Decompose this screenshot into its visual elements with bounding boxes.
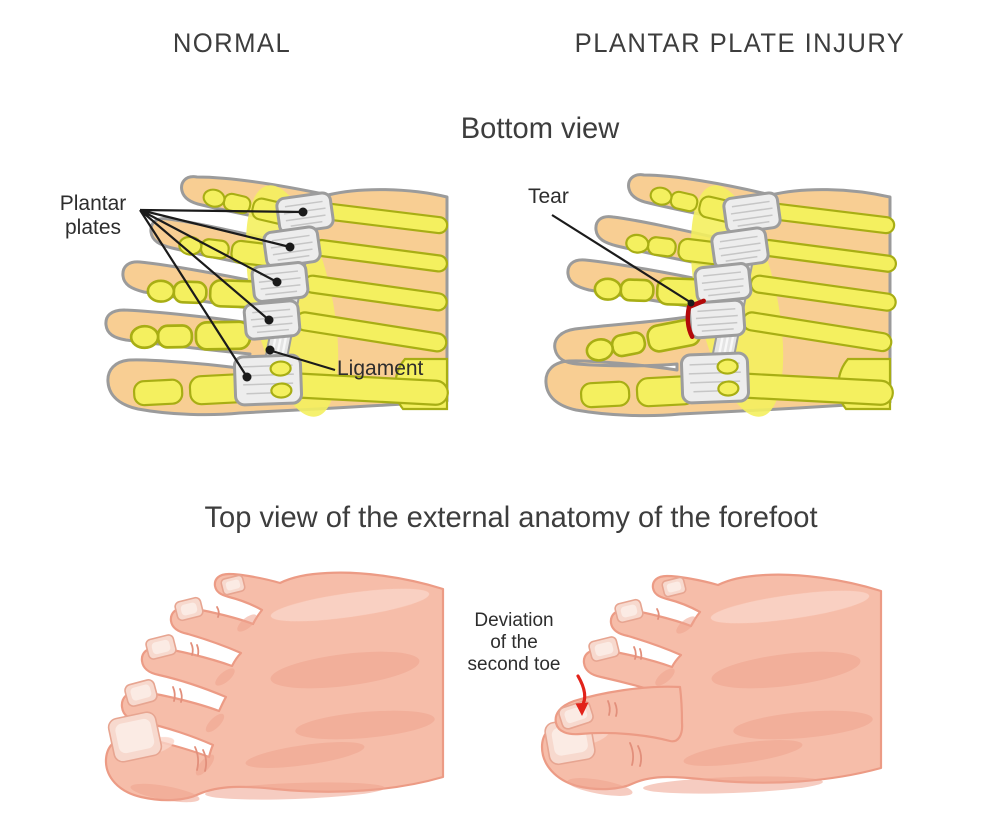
skin-shading — [567, 616, 873, 796]
toenails — [107, 574, 246, 763]
plate-tear-mark — [685, 298, 706, 340]
tear-label: Tear — [528, 185, 569, 208]
toenails — [588, 576, 687, 662]
plantar-plates-group — [679, 190, 783, 405]
top-view-title: Top view of the external anatomy of the … — [204, 501, 818, 534]
bottom-view-title: Bottom view — [460, 112, 620, 145]
plantar-plates-label: Plantar plates — [59, 192, 127, 240]
deviation-label: Deviation of the second toe — [467, 610, 561, 675]
skin-foot-normal-illustration — [104, 571, 445, 803]
deviated-second-toe — [554, 685, 684, 743]
skin-shading — [130, 614, 435, 803]
foot-skin — [104, 571, 445, 802]
bone-foot-normal-illustration — [104, 175, 449, 417]
skin-foot-injured-illustration — [540, 573, 883, 796]
normal-column-heading: NORMAL — [172, 28, 292, 58]
toe-creases — [172, 606, 220, 772]
injury-column-heading: PLANTAR PLATE INJURY — [574, 28, 906, 58]
toe-creases — [629, 608, 660, 767]
metatarsal-bones — [731, 202, 898, 411]
ligament-label: Ligament — [337, 357, 424, 380]
bone-foot-injured-illustration — [544, 173, 898, 418]
